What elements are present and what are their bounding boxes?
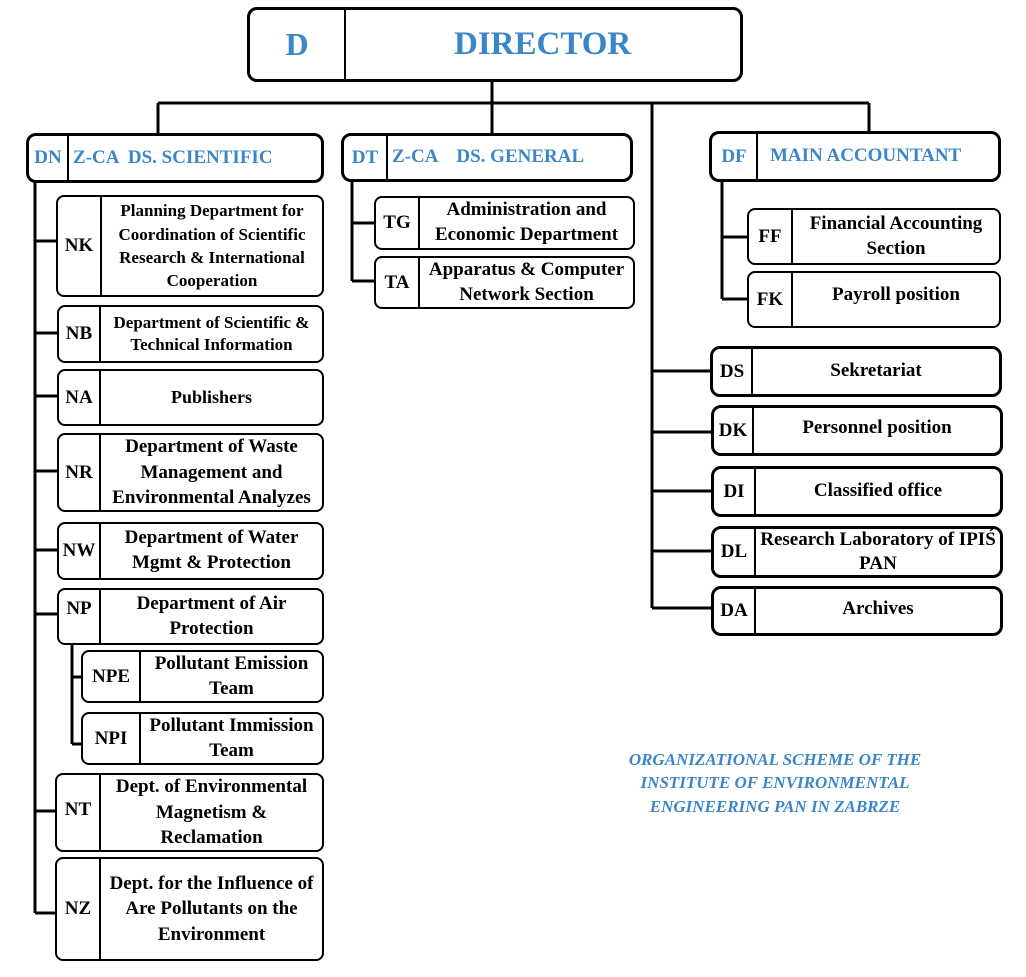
unit-code: NP — [59, 590, 101, 643]
unit-fk: FK Payroll position — [747, 271, 1001, 328]
unit-nk: NK Planning Department for Coordination … — [56, 195, 324, 297]
unit-label: Financial Accounting Section — [809, 212, 983, 259]
unit-dk: DK Personnel position — [711, 405, 1003, 456]
unit-label: Sekretariat — [830, 360, 922, 382]
director-code: D — [250, 10, 346, 79]
unit-label: Archives — [842, 598, 914, 619]
unit-code: DA — [714, 589, 756, 633]
unit-label: Classified office — [813, 480, 943, 501]
unit-label: Research Laboratory of IPIŚ PAN — [760, 529, 996, 574]
unit-label: Department of Waste Management and Envir… — [112, 436, 311, 509]
unit-code: FK — [749, 273, 793, 326]
unit-code: NT — [57, 775, 101, 850]
scheme-caption: ORGANIZATIONAL SCHEME OF THE INSTITUTE O… — [560, 748, 990, 818]
unit-npe: NPE Pollutant Emission Team — [81, 650, 324, 703]
unit-code: NA — [59, 371, 101, 424]
unit-code: NZ — [57, 859, 101, 959]
unit-label: Publishers — [170, 386, 253, 407]
unit-label: Department of Water Mgmt & Protection — [124, 527, 299, 573]
director-box: D DIRECTOR — [247, 7, 743, 82]
unit-label: Personnel position — [802, 417, 952, 438]
unit-label: Pollutant Emission Team — [154, 652, 309, 699]
scientific-deputy-box: DN Z-CA DS. SCIENTIFIC — [26, 133, 324, 183]
general-code: DT — [344, 136, 388, 179]
unit-di: DI Classified office — [711, 466, 1003, 517]
unit-na: NA Publishers — [57, 369, 324, 426]
unit-nw: NW Department of Water Mgmt & Protection — [57, 522, 324, 580]
unit-code: DI — [714, 469, 756, 514]
accountant-code: DF — [712, 134, 758, 179]
unit-ta: TA Apparatus & Computer Network Section — [374, 256, 635, 309]
unit-code: TA — [376, 258, 420, 307]
unit-code: FF — [749, 210, 793, 263]
unit-label: Administration and Economic Department — [434, 199, 619, 245]
unit-ds: DS Sekretariat — [710, 346, 1002, 397]
unit-code: NR — [59, 435, 101, 510]
director-title: DIRECTOR — [454, 26, 632, 63]
unit-code: NW — [59, 524, 101, 578]
scientific-code: DN — [29, 136, 69, 180]
caption-line-2: INSTITUTE OF ENVIRONMENTAL — [640, 773, 910, 793]
unit-dl: DL Research Laboratory of IPIŚ PAN — [711, 526, 1003, 578]
unit-npi: NPI Pollutant Immission Team — [81, 712, 324, 765]
unit-label: Department of Scientific & Technical Inf… — [113, 312, 310, 354]
unit-code: TG — [376, 198, 420, 248]
unit-nt: NT Dept. of Environmental Magnetism & Re… — [55, 773, 324, 852]
unit-code: NPI — [83, 714, 141, 763]
caption-line-1: ORGANIZATIONAL SCHEME OF THE — [628, 750, 922, 769]
unit-label: Planning Department for Coordination of … — [118, 201, 306, 291]
unit-code: DS — [713, 349, 753, 394]
unit-ff: FF Financial Accounting Section — [747, 208, 1001, 265]
unit-label: Dept. of Environmental Magnetism & Recla… — [115, 776, 308, 849]
unit-label: Department of Air Protection — [136, 592, 287, 639]
unit-da: DA Archives — [711, 586, 1003, 636]
unit-nr: NR Department of Waste Management and En… — [57, 433, 324, 512]
accountant-title: MAIN ACCOUNTANT — [770, 145, 962, 167]
scientific-title: Z-CA DS. SCIENTIFIC — [73, 146, 273, 168]
general-title: Z-CA DS. GENERAL — [392, 146, 585, 168]
general-deputy-box: DT Z-CA DS. GENERAL — [341, 133, 633, 182]
unit-label: Payroll position — [832, 284, 960, 305]
main-accountant-box: DF MAIN ACCOUNTANT — [709, 131, 1001, 182]
unit-code: DL — [714, 529, 756, 575]
unit-np: NP Department of Air Protection — [57, 588, 324, 645]
unit-code: DK — [714, 408, 754, 453]
unit-tg: TG Administration and Economic Departmen… — [374, 196, 635, 250]
unit-nb: NB Department of Scientific & Technical … — [57, 305, 324, 363]
unit-code: NK — [58, 197, 102, 295]
unit-label: Pollutant Immission Team — [149, 714, 314, 761]
unit-nz: NZ Dept. for the Influence of Are Pollut… — [55, 857, 324, 961]
unit-label: Dept. for the Influence of Are Pollutant… — [109, 872, 314, 945]
caption-line-3: ENGINEERING PAN IN ZABRZE — [649, 796, 901, 816]
unit-code: NPE — [83, 652, 141, 701]
unit-label: Apparatus & Computer Network Section — [428, 258, 625, 305]
unit-code: NB — [59, 307, 101, 361]
